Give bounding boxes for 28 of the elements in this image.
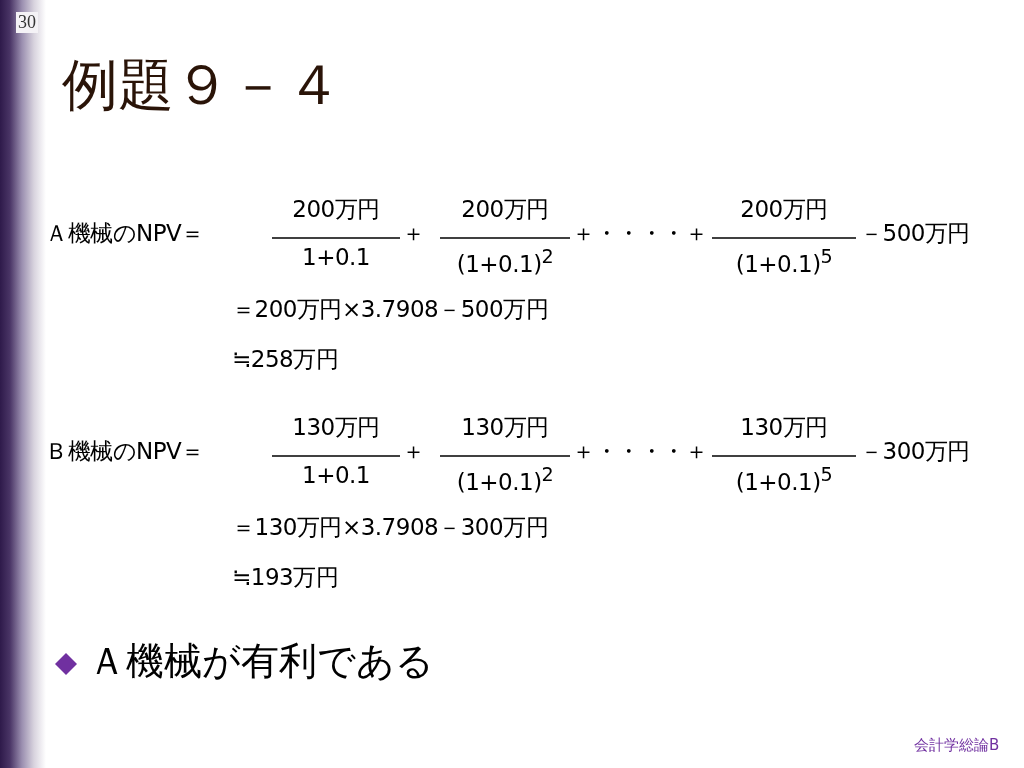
formula-text: 130万円 [460, 413, 550, 442]
formula-text: 1+0.1 [301, 461, 371, 490]
formula-text: (1+0.1)$^{2}$ [455, 462, 555, 497]
formula-text: 200万円 [291, 195, 381, 224]
formula-text: 130万円 [291, 413, 381, 442]
formula-text: ＝200万円×3.7908－500万円 [232, 295, 549, 324]
formula-text: －500万円 [860, 219, 970, 248]
formula-text: (1+0.1)$^{5}$ [734, 244, 834, 279]
page-number: 30 [16, 12, 38, 33]
formula-text: 200万円 [460, 195, 550, 224]
formula-text: 200万円 [739, 195, 829, 224]
formula-text: ≒193万円 [232, 563, 339, 592]
bullet-text: Ａ機械が有利である [88, 638, 434, 684]
formula-text: ＋・・・・＋ [572, 219, 707, 248]
slide-title: 例題９－４ [62, 51, 342, 119]
formula-text: (1+0.1)$^{5}$ [734, 462, 834, 497]
formula-text: 130万円 [739, 413, 829, 442]
formula-text: －300万円 [860, 437, 970, 466]
formula-text: ＋ [402, 219, 425, 248]
formula-text: 1+0.1 [301, 243, 371, 272]
footer-text: 会計学総論B [914, 736, 1000, 755]
formula-text: ＋ [402, 437, 425, 466]
formula-text: ≒258万円 [232, 345, 339, 374]
formula-text: Ｂ機械のNPV＝ [45, 437, 204, 466]
formula-text: (1+0.1)$^{2}$ [455, 244, 555, 279]
formula-text: ＋・・・・＋ [572, 437, 707, 466]
formula-text: ＝130万円×3.7908－300万円 [232, 513, 549, 542]
formula-text: Ａ機械のNPV＝ [45, 219, 204, 248]
